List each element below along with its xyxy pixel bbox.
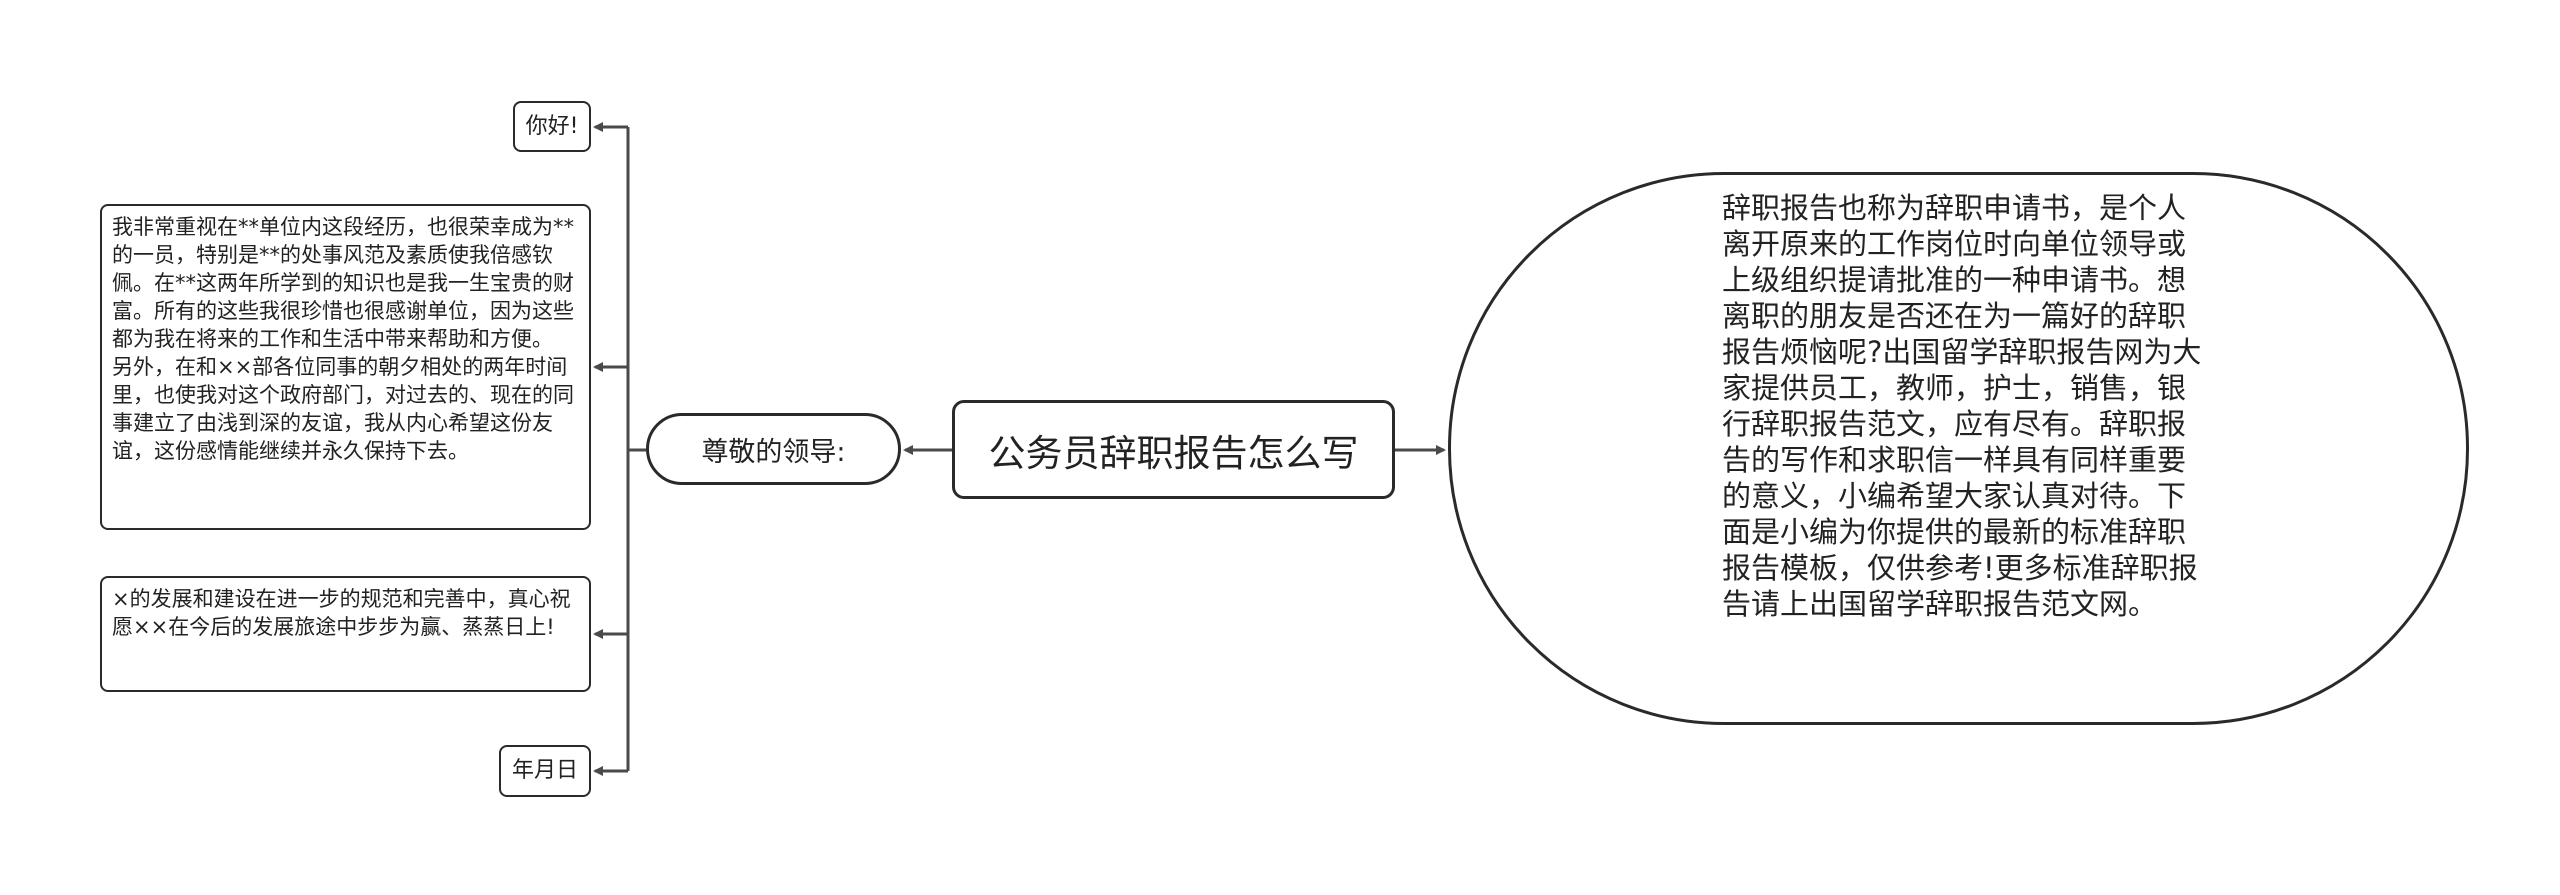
greeting-node[interactable]: 你好! <box>513 101 591 152</box>
root-topic-label: 公务员辞职报告怎么写 <box>988 431 1359 475</box>
date-node[interactable]: 年月日 <box>499 745 591 797</box>
body-paragraph-node-1[interactable]: 我非常重视在**单位内这段经历，也很荣幸成为**的一员，特别是**的处事风范及素… <box>100 204 591 530</box>
date-label: 年月日 <box>511 758 578 783</box>
salutation-label: 尊敬的领导: <box>701 436 846 468</box>
body-paragraph-text-2: ×的发展和建设在进一步的规范和完善中，真心祝愿××在今后的发展旅途中步步为赢、蒸… <box>112 587 571 639</box>
greeting-label: 你好! <box>525 113 579 139</box>
description-text: 辞职报告也称为辞职申请书，是个人离开原来的工作岗位时向单位领导或上级组织提请批准… <box>1722 191 2202 621</box>
body-paragraph-text-1: 我非常重视在**单位内这段经历，也很荣幸成为**的一员，特别是**的处事风范及素… <box>112 215 574 463</box>
body-paragraph-node-2[interactable]: ×的发展和建设在进一步的规范和完善中，真心祝愿××在今后的发展旅途中步步为赢、蒸… <box>100 576 591 692</box>
description-node[interactable] <box>1448 172 2469 725</box>
salutation-node[interactable]: 尊敬的领导: <box>646 413 901 485</box>
root-topic-node[interactable]: 公务员辞职报告怎么写 <box>952 400 1395 499</box>
